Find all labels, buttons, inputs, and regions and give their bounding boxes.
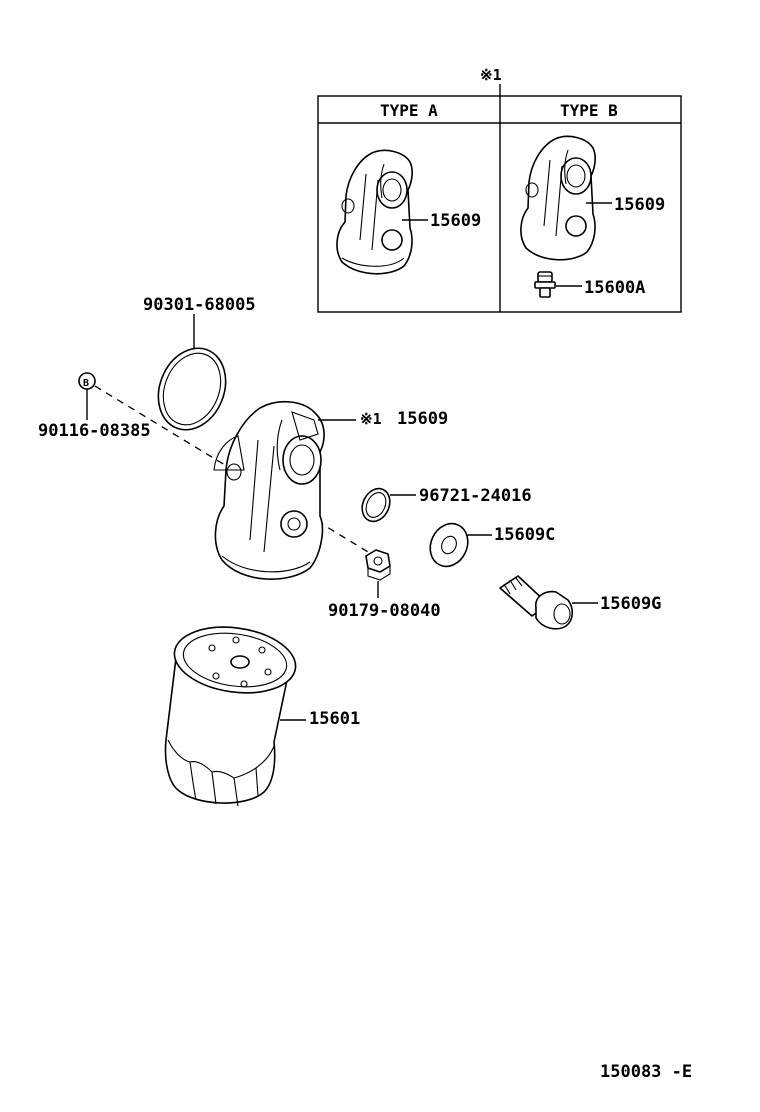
- type-b-header: TYPE B: [560, 101, 618, 120]
- bracket-marker: ※1: [360, 410, 382, 428]
- type-b-bracket-illustration: [520, 135, 596, 261]
- plug-label: 90116-08385: [38, 421, 151, 441]
- bracket-label: 15609: [397, 409, 448, 429]
- small-gasket: [361, 487, 391, 523]
- type-b-plug-illustration: [534, 271, 556, 298]
- washer: [429, 522, 469, 568]
- large-oring: [157, 347, 227, 431]
- figure-id: 150083 -E: [600, 1062, 692, 1082]
- svg-text:B: B: [83, 378, 89, 389]
- union-bolt: [499, 575, 574, 630]
- nut: [365, 549, 391, 581]
- type-a-bracket-illustration: [336, 149, 413, 275]
- union-bolt-label: 15609G: [600, 594, 661, 614]
- gasket-small-label: 96721-24016: [419, 486, 532, 506]
- oil-filter: [164, 626, 297, 807]
- oil-filter-label: 15601: [309, 709, 360, 729]
- type-inset: ※1 TYPE A TYPE B 15609 15609: [317, 66, 682, 313]
- type-a-header: TYPE A: [380, 101, 438, 120]
- inset-note-marker: ※1: [480, 66, 502, 84]
- oil-filter-bracket: [213, 400, 325, 580]
- alignment-dash-line: [94, 385, 379, 559]
- type-b-part-label: 15609: [614, 195, 665, 215]
- oring-large-label: 90301-68005: [143, 295, 256, 315]
- nut-label: 90179-08040: [328, 601, 441, 621]
- type-a-part-label: 15609: [430, 211, 481, 231]
- plug: B: [78, 372, 96, 390]
- type-b-part2-label: 15600A: [584, 278, 645, 298]
- washer-label: 15609C: [494, 525, 555, 545]
